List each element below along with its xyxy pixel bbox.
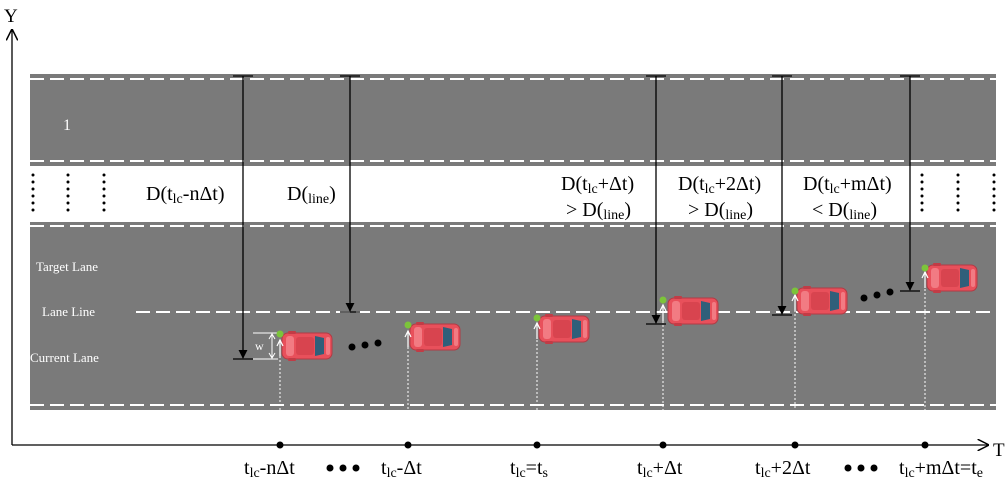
left-dot-markers [31,173,106,217]
lane-line-label: Lane Line [42,304,95,319]
distance-compare-plus-1: > D(line) [566,199,631,223]
distance-label-plus-1: D(tlc+Δt) [561,173,634,197]
time-label-minus-1: tlc-Δt [381,457,422,481]
time-label-plus-m: tlc+mΔt=te [899,457,983,481]
vehicle-t-plus-2 [796,285,848,317]
upper-road [30,74,996,166]
ellipsis-dots-target-lane [860,288,894,302]
ellipsis-dots-current-lane [348,339,382,351]
time-label-plus-2: tlc+2Δt [755,457,811,481]
time-projection-lines [279,273,926,445]
vehicle-t-minus-n [281,330,333,362]
vehicle-t-minus-1 [409,321,461,353]
distance-label-line: D(line) [287,183,336,207]
vehicle-width-marker [253,332,278,360]
vehicle-t-plus-m [926,262,978,294]
vehicle-t-start [538,313,590,345]
distance-label-plus-2: D(tlc+2Δt) [678,173,761,197]
time-ellipsis-right [844,464,878,472]
right-dot-markers [920,173,996,217]
distance-compare-plus-m: < D(line) [812,199,877,223]
distance-label-before: D(tlc-nΔt) [146,183,225,207]
vehicle-t-plus-1 [667,295,719,327]
main-road [30,222,996,410]
distance-arrows [233,75,920,360]
time-ellipsis-left [326,464,360,472]
time-label-start: tlc=ts [510,457,548,481]
vehicle-reference-points [276,264,929,356]
x-axis-label: T [993,440,1005,461]
distance-compare-plus-2: > D(line) [688,199,753,223]
time-label-plus-1: tlc+Δt [637,457,683,481]
time-label-minus-n: tlc-nΔt [244,457,295,481]
current-lane-label: Current Lane [30,350,99,365]
distance-label-plus-m: D(tlc+mΔt) [803,173,892,197]
upper-lane-number: 1 [63,117,71,134]
y-axis-label: Y [4,6,18,27]
target-lane-label: Target Lane [36,259,98,274]
time-axis-points [276,441,929,449]
width-label: w [255,339,264,353]
